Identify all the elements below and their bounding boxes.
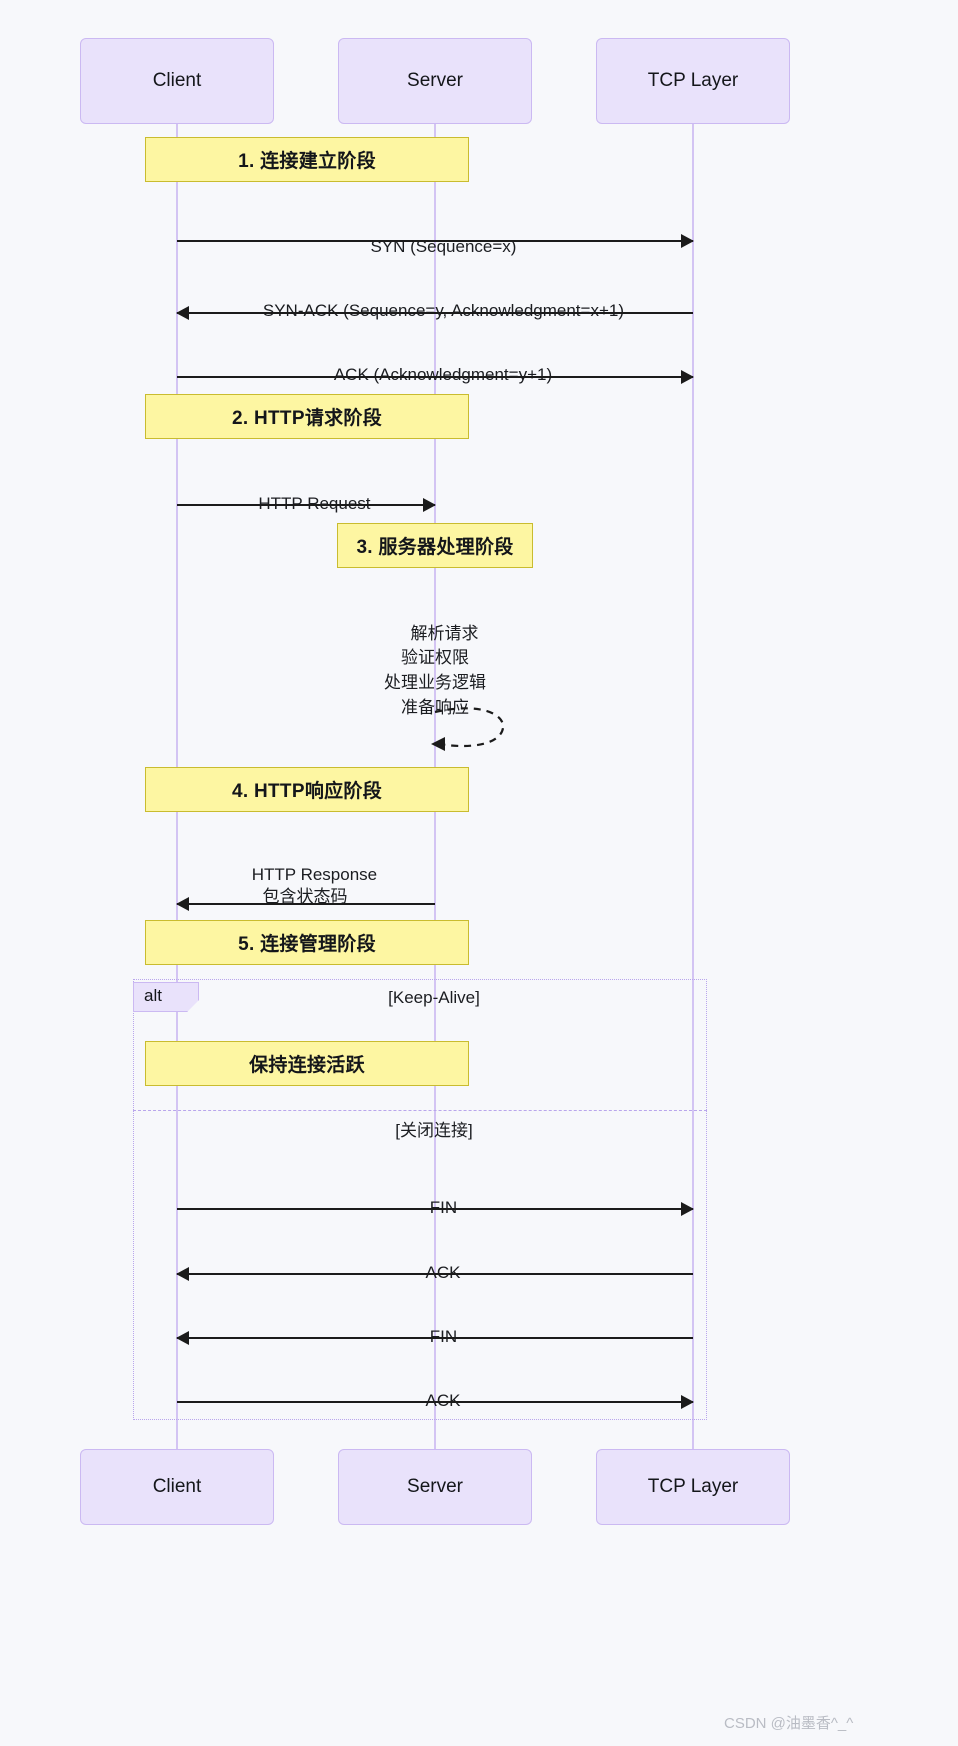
arrow-shaft xyxy=(177,1401,693,1403)
arrow-head xyxy=(176,306,189,320)
message-label-ack-3: ACK xyxy=(176,1368,692,1433)
phase-note-1: 1. 连接建立阶段 xyxy=(145,137,469,182)
server-processing-text: 解析请求 验证权限 处理业务逻辑 准备响应 xyxy=(384,623,486,717)
message-text: ACK (Acknowledgment=y+1) xyxy=(333,364,553,384)
phase-note-label: 保持连接活跃 xyxy=(249,1055,365,1076)
arrow-shaft xyxy=(177,504,435,506)
arrow-head xyxy=(176,897,189,911)
alt-fragment-tag[interactable]: alt xyxy=(133,982,199,1012)
arrow-shaft xyxy=(177,376,693,378)
message-label-fin-2: FIN xyxy=(176,1304,692,1369)
actor-label: Client xyxy=(152,70,202,91)
message-arrow-fin-2 xyxy=(176,1331,693,1345)
message-label-http-request: HTTP Request xyxy=(176,471,434,536)
message-text: FIN xyxy=(430,1198,457,1217)
arrow-shaft xyxy=(177,1273,693,1275)
arrow-head xyxy=(176,1267,189,1281)
condition-text: [Keep-Alive] xyxy=(388,988,480,1007)
message-text: HTTP Response 包含状态码 xyxy=(251,864,378,906)
message-arrow-http-response xyxy=(176,897,435,911)
message-arrow-ack-2 xyxy=(176,1267,693,1281)
arrow-shaft xyxy=(177,312,693,314)
watermark-credit: CSDN @油墨香^_^ xyxy=(724,1712,853,1733)
phase-note-label: 4. HTTP响应阶段 xyxy=(231,781,383,802)
phase-note-label: 5. 连接管理阶段 xyxy=(238,934,376,955)
phase-note-2: 2. HTTP请求阶段 xyxy=(145,394,469,439)
arrow-head xyxy=(681,1202,694,1216)
actor-label: TCP Layer xyxy=(647,1476,739,1497)
condition-text: [关闭连接] xyxy=(395,1121,473,1140)
phase-note-5: 5. 连接管理阶段 xyxy=(145,920,469,965)
arrow-head xyxy=(681,370,694,384)
message-label-syn-ack: SYN-ACK (Sequence=y, Acknowledgment=x+1) xyxy=(176,278,692,343)
alt-fragment-divider xyxy=(133,1110,707,1111)
self-loop-svg xyxy=(431,707,505,751)
arrow-head xyxy=(681,1395,694,1409)
arrow-shaft xyxy=(177,1337,693,1339)
arrow-shaft xyxy=(177,1208,693,1210)
message-arrow-fin-1 xyxy=(177,1202,694,1216)
actor-label: Client xyxy=(152,1476,202,1497)
message-text: FIN xyxy=(430,1327,457,1346)
arrow-head xyxy=(681,234,694,248)
phase-note-3: 3. 服务器处理阶段 xyxy=(337,523,533,568)
arrow-shaft xyxy=(177,240,693,242)
arrow-shaft xyxy=(177,903,435,905)
self-message-loop-dashed xyxy=(425,700,515,756)
actor-box-tcp-layer-bottom[interactable]: TCP Layer xyxy=(596,1449,790,1525)
server-processing-lines: 解析请求 验证权限 处理业务逻辑 准备响应 xyxy=(310,597,560,745)
arrow-head xyxy=(176,1331,189,1345)
message-arrow-syn xyxy=(177,234,694,248)
actor-box-client-top[interactable]: Client xyxy=(80,38,274,124)
message-label-http-response: HTTP Response 包含状态码 xyxy=(176,842,434,929)
message-label-ack-1: ACK (Acknowledgment=y+1) xyxy=(176,342,692,407)
lifeline-tcp-layer xyxy=(692,124,694,1449)
actor-label: TCP Layer xyxy=(647,70,739,91)
actor-box-server-top[interactable]: Server xyxy=(338,38,532,124)
alt-condition-keep-alive: [Keep-Alive] xyxy=(333,988,535,1008)
actor-box-tcp-layer-top[interactable]: TCP Layer xyxy=(596,38,790,124)
message-text: HTTP Request xyxy=(258,494,370,513)
actor-label: Server xyxy=(407,70,463,91)
phase-note-label: 3. 服务器处理阶段 xyxy=(356,537,514,558)
message-text: ACK xyxy=(426,1263,461,1282)
message-arrow-syn-ack xyxy=(176,306,693,320)
message-arrow-ack-3 xyxy=(177,1395,694,1409)
phase-note-keep-alive: 保持连接活跃 xyxy=(145,1041,469,1086)
message-text: SYN-ACK (Sequence=y, Acknowledgment=x+1) xyxy=(262,300,625,320)
actor-label: Server xyxy=(407,1476,463,1497)
message-arrow-ack-1 xyxy=(177,370,694,384)
alt-fragment-box xyxy=(133,979,707,1420)
phase-note-label: 2. HTTP请求阶段 xyxy=(231,408,383,429)
phase-note-4: 4. HTTP响应阶段 xyxy=(145,767,469,812)
message-label-fin-1: FIN xyxy=(176,1175,692,1240)
phase-note-label: 1. 连接建立阶段 xyxy=(238,151,376,172)
message-label-ack-2: ACK xyxy=(176,1240,692,1305)
message-arrow-http-request xyxy=(177,498,436,512)
alt-tag-label: alt xyxy=(144,986,162,1005)
watermark-text: CSDN @油墨香^_^ xyxy=(724,1715,854,1732)
alt-condition-close-connection: [关闭连接] xyxy=(333,1116,535,1141)
actor-box-server-bottom[interactable]: Server xyxy=(338,1449,532,1525)
message-text: ACK xyxy=(426,1391,461,1410)
actor-box-client-bottom[interactable]: Client xyxy=(80,1449,274,1525)
arrow-head xyxy=(423,498,436,512)
